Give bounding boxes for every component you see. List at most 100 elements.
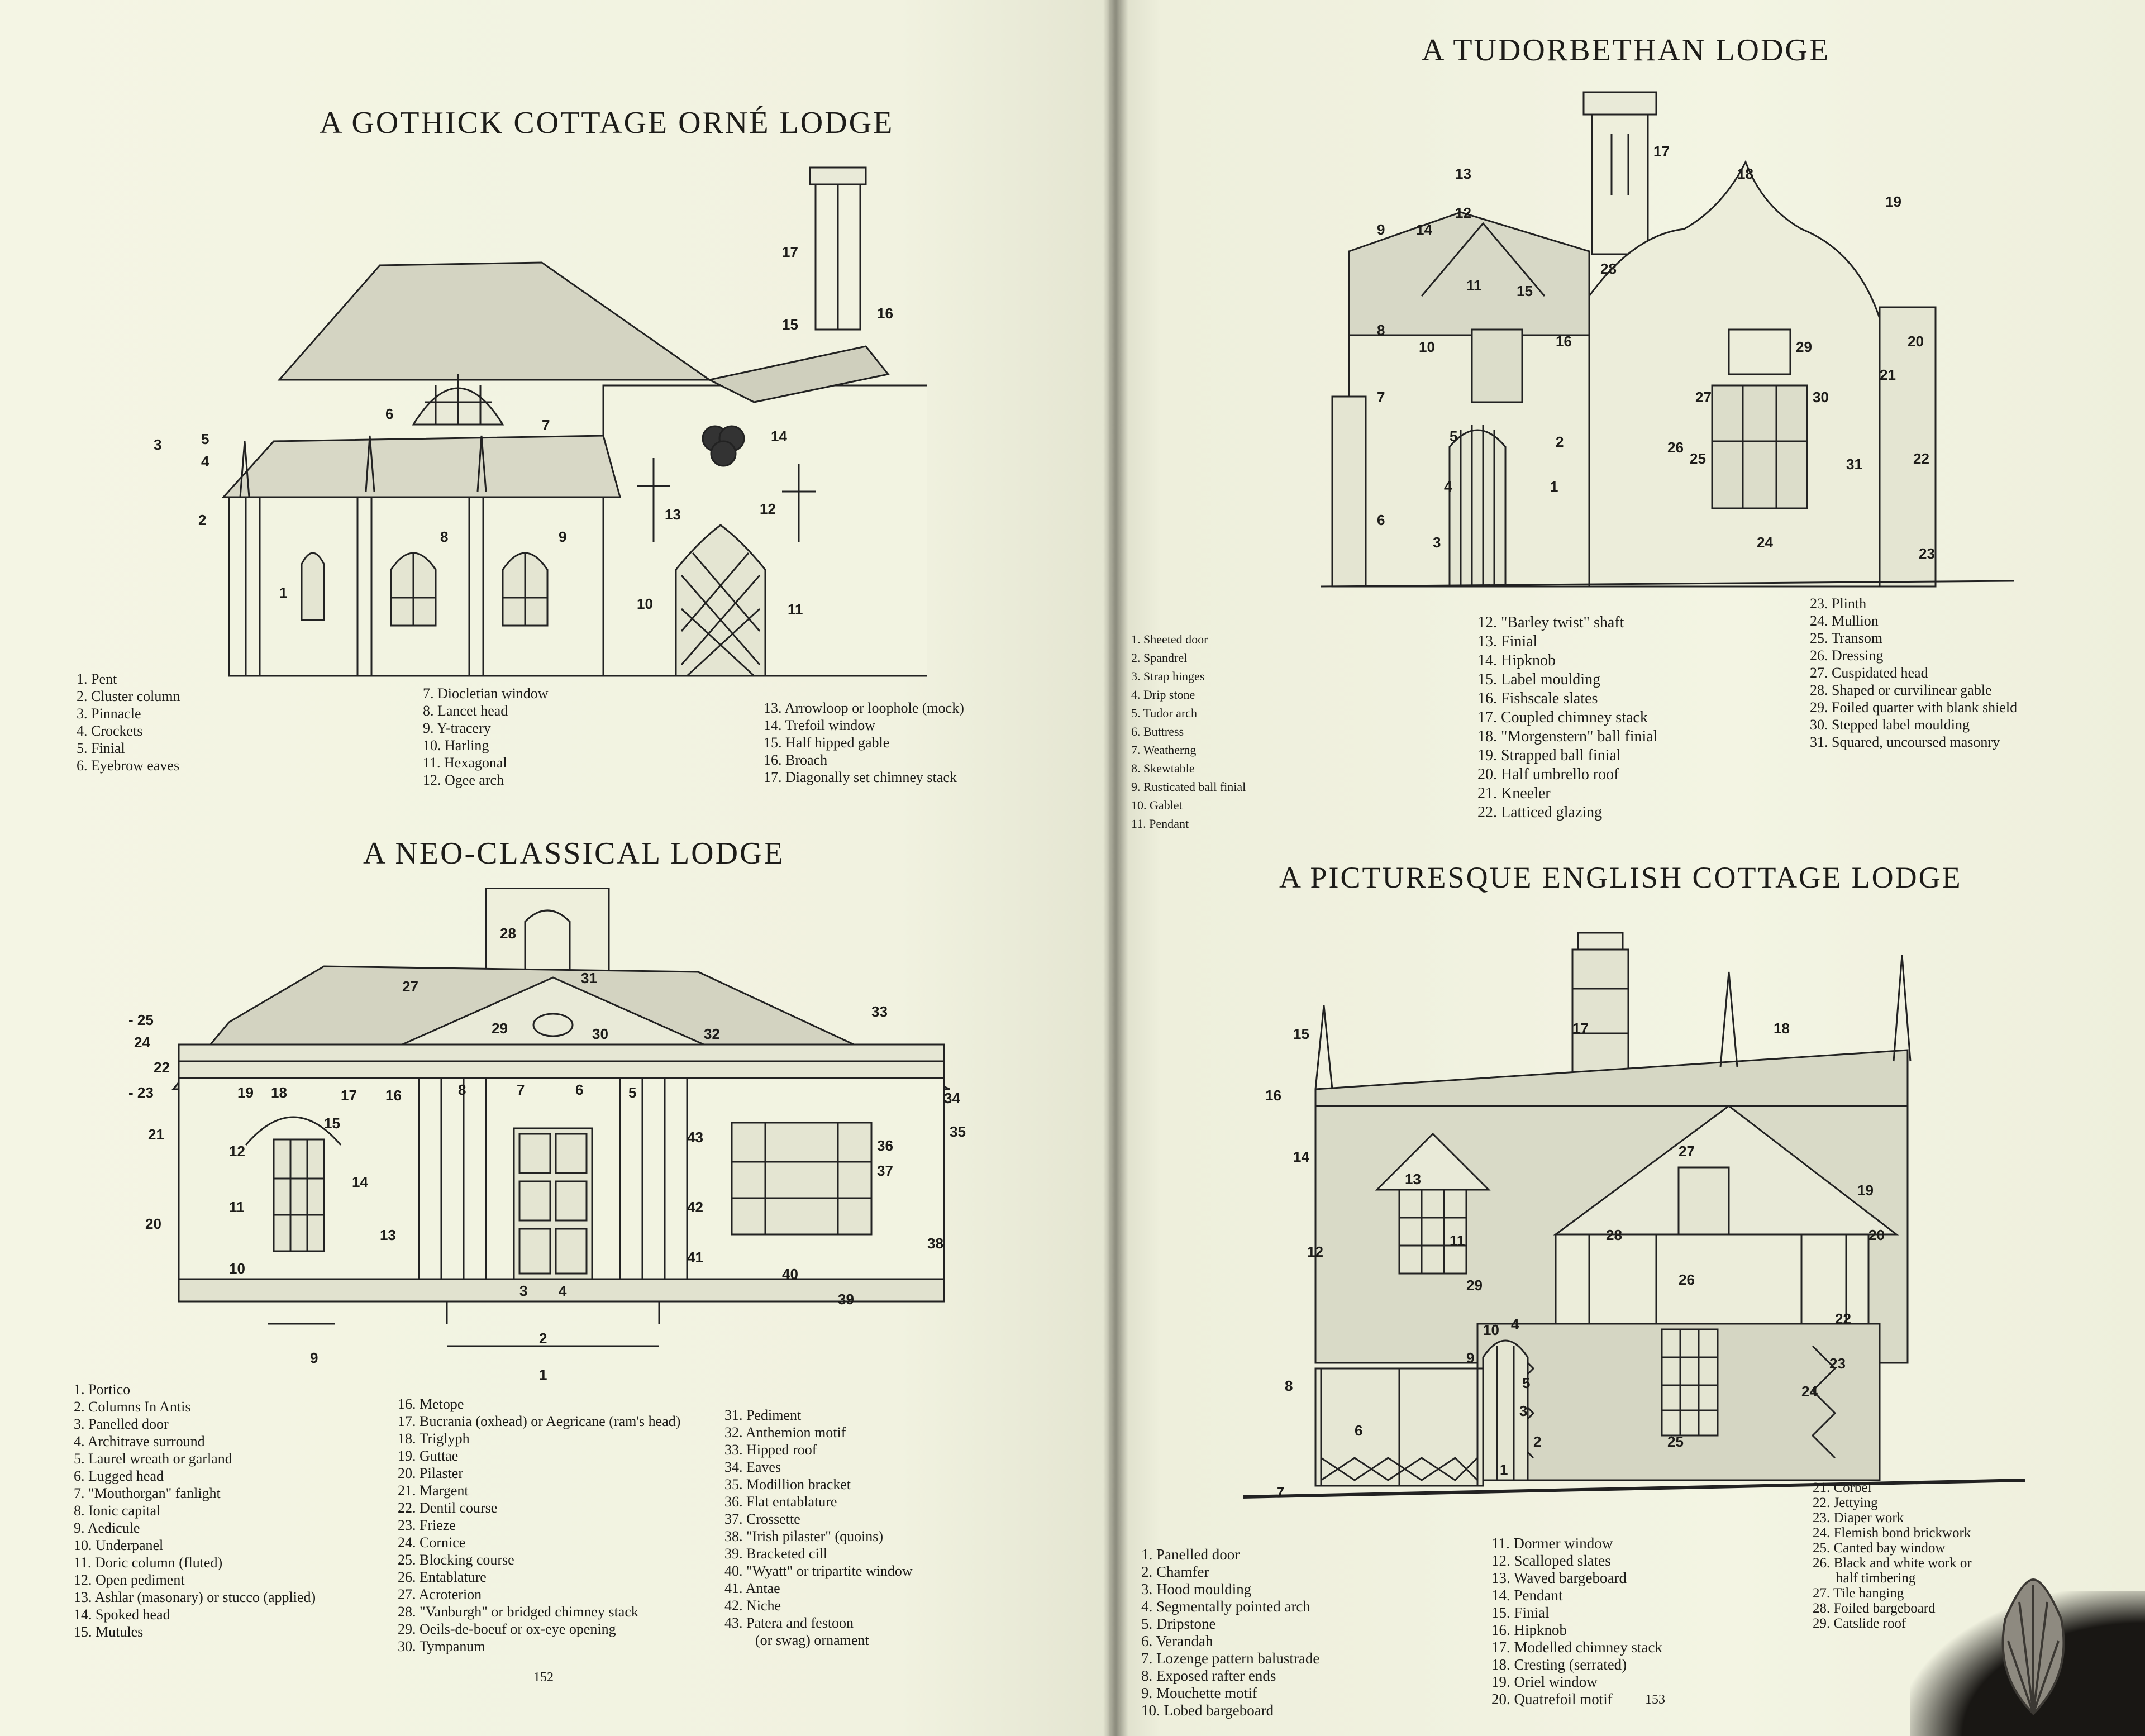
svg-text:2: 2 [198, 512, 206, 528]
svg-text:11: 11 [1466, 277, 1482, 294]
legend-item: 29. Oeils-de-boeuf or ox-eye opening [398, 1621, 616, 1637]
legend-item: 17. Modelled chimney stack [1491, 1639, 1662, 1656]
picturesque-legend-col-1: 1. Panelled door 2. Chamfer 3. Hood moul… [1141, 1546, 1319, 1719]
svg-text:15: 15 [782, 316, 798, 333]
svg-text:24: 24 [1801, 1383, 1818, 1400]
legend-item: 13. Finial [1477, 633, 1538, 650]
legend-item: 6. Verandah [1141, 1633, 1213, 1649]
legend-item: 9. Y-tracery [423, 720, 491, 736]
legend-item: 1. Pent [77, 671, 117, 687]
legend-item: 7. "Mouthorgan" fanlight [74, 1485, 221, 1501]
legend-item: 10. Lobed bargeboard [1141, 1702, 1274, 1719]
legend-item: 12. Open pediment [74, 1572, 185, 1588]
svg-text:10: 10 [637, 595, 653, 612]
svg-text:21: 21 [1880, 366, 1896, 383]
legend-item: 17. Diagonally set chimney stack [764, 769, 957, 785]
legend-item: 10. Underpanel [74, 1537, 164, 1553]
svg-text:6: 6 [1355, 1422, 1362, 1439]
right-page: A TUDORBETHAN LODGE [1109, 0, 2145, 1736]
svg-text:20: 20 [1908, 333, 1924, 350]
svg-text:24: 24 [134, 1034, 150, 1051]
svg-text:11: 11 [229, 1199, 245, 1215]
svg-text:6: 6 [575, 1081, 583, 1098]
svg-text:15: 15 [1517, 283, 1533, 299]
svg-text:19: 19 [1857, 1182, 1874, 1199]
svg-text:2: 2 [1556, 433, 1564, 450]
svg-text:17: 17 [1572, 1020, 1589, 1037]
legend-item: 9. Mouchette motif [1141, 1685, 1257, 1701]
book-gutter [1103, 0, 1128, 1736]
svg-text:41: 41 [687, 1249, 703, 1266]
svg-text:4: 4 [1511, 1316, 1519, 1333]
legend-item: 31. Squared, uncoursed masonry [1810, 734, 2000, 750]
svg-text:1: 1 [279, 584, 287, 601]
svg-text:12: 12 [229, 1143, 245, 1160]
legend-item: 6. Lugged head [74, 1468, 164, 1484]
svg-text:10: 10 [1483, 1322, 1499, 1338]
svg-text:20: 20 [145, 1215, 161, 1232]
legend-item: 26. Entablature [398, 1569, 487, 1585]
legend-item: 6. Buttress [1131, 724, 1184, 738]
svg-text:1: 1 [539, 1366, 547, 1380]
legend-item: 14. Hipknob [1477, 652, 1556, 669]
svg-text:29: 29 [1466, 1277, 1483, 1294]
svg-text:7: 7 [517, 1081, 525, 1098]
gothick-legend-col-2: 7. Diocletian window 8. Lancet head 9. Y… [423, 685, 549, 789]
svg-text:18: 18 [1737, 165, 1753, 182]
svg-text:8: 8 [1377, 322, 1385, 338]
legend-item: 29. Foiled quarter with blank shield [1810, 699, 2018, 716]
svg-text:15: 15 [1293, 1026, 1309, 1042]
svg-text:39: 39 [838, 1291, 854, 1308]
svg-text:10: 10 [229, 1260, 245, 1277]
svg-text:5: 5 [201, 431, 209, 447]
svg-text:40: 40 [782, 1266, 798, 1282]
svg-text:9: 9 [559, 528, 566, 545]
svg-text:10: 10 [1419, 338, 1435, 355]
svg-text:19: 19 [1885, 193, 1901, 210]
svg-text:5: 5 [1450, 428, 1457, 445]
legend-item: 26. Dressing [1810, 647, 1884, 664]
svg-text:43: 43 [687, 1129, 703, 1146]
legend-item: 23. Plinth [1810, 595, 1867, 612]
legend-item: 36. Flat entablature [724, 1494, 837, 1510]
legend-item: 7. Lozenge pattern balustrade [1141, 1650, 1320, 1667]
svg-text:7: 7 [1377, 389, 1385, 406]
svg-text:22: 22 [1835, 1310, 1851, 1327]
legend-item: 21. Margent [398, 1482, 469, 1499]
svg-text:4: 4 [1444, 478, 1452, 495]
legend-item: 27. Cuspidated head [1810, 665, 1928, 681]
svg-text:4: 4 [201, 453, 209, 470]
legend-item: 4. Crockets [77, 723, 143, 739]
svg-text:12: 12 [1455, 204, 1471, 221]
svg-text:22: 22 [1913, 450, 1929, 467]
svg-text:16: 16 [877, 305, 893, 322]
legend-item: 29. Catslide roof [1813, 1616, 1906, 1631]
legend-item: 3. Panelled door [74, 1416, 169, 1432]
svg-text:28: 28 [500, 925, 516, 942]
svg-text:23: 23 [1829, 1355, 1846, 1372]
legend-item: 25. Transom [1810, 630, 1883, 646]
legend-item: 4. Segmentally pointed arch [1141, 1598, 1310, 1615]
legend-item: 16. Hipknob [1491, 1621, 1567, 1638]
svg-text:16: 16 [1265, 1087, 1281, 1104]
svg-text:13: 13 [380, 1227, 396, 1243]
legend-item: 43. Patera and festoon [724, 1615, 854, 1631]
legend-item: 13. Arrowloop or loophole (mock) [764, 700, 964, 716]
svg-text:35: 35 [950, 1123, 966, 1140]
legend-item: 13. Waved bargeboard [1491, 1570, 1627, 1586]
svg-text:30: 30 [1813, 389, 1829, 406]
svg-text:18: 18 [271, 1084, 287, 1101]
legend-item: 20. Quatrefoil motif [1491, 1691, 1613, 1708]
svg-text:6: 6 [385, 406, 393, 422]
svg-text:19: 19 [237, 1084, 254, 1101]
picturesque-legend-col-3: 21. Corbel 22. Jettying 23. Diaper work … [1813, 1480, 1972, 1631]
svg-text:3: 3 [154, 436, 161, 453]
shell-ornament-icon [1989, 1574, 2078, 1719]
svg-text:- 25: - 25 [128, 1012, 154, 1028]
svg-text:26: 26 [1667, 439, 1684, 456]
picturesque-legend-col-2: 11. Dormer window 12. Scalloped slates 1… [1491, 1535, 1662, 1708]
svg-text:32: 32 [704, 1026, 720, 1042]
legend-item: 9. Rusticated ball finial [1131, 780, 1246, 794]
svg-text:2: 2 [539, 1330, 547, 1347]
legend-item: 1. Panelled door [1141, 1546, 1240, 1563]
